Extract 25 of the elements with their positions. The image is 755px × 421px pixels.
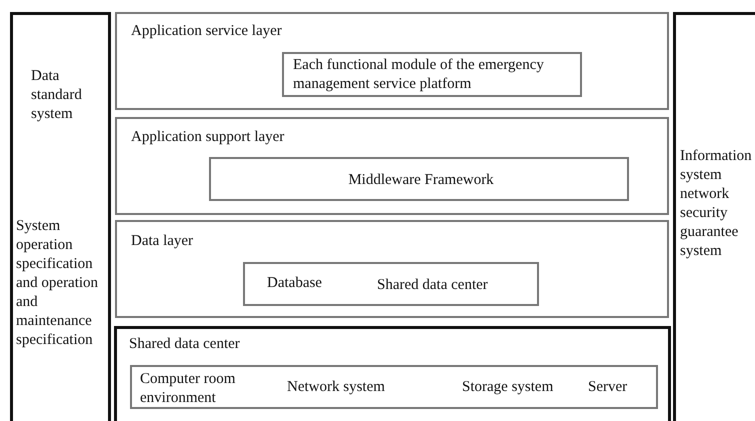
- label-text: Shared data center: [377, 276, 489, 295]
- layer-panel: [115, 117, 669, 215]
- layer-title: Data layer: [131, 232, 194, 251]
- label-text: System operation specification and operation and maintenance specification: [16, 217, 100, 350]
- layer-title: Application service layer: [131, 22, 283, 41]
- module-box: [282, 52, 582, 97]
- module-box: [243, 262, 539, 306]
- layer-panel: [114, 326, 671, 421]
- label-text: Information system network security guarantee system: [680, 147, 753, 261]
- label-text: Each functional module of the emergency management service platform: [293, 56, 545, 94]
- label-text: Data standard system: [31, 67, 83, 124]
- module-box: [130, 365, 658, 409]
- label-text: Server: [588, 378, 628, 397]
- label-text: Database: [267, 274, 323, 293]
- layer-panel: [115, 220, 669, 318]
- layer-title: Shared data center: [129, 335, 241, 354]
- side-panel: [673, 12, 755, 421]
- layer-title: Application support layer: [131, 128, 286, 147]
- layer-panel: [115, 12, 669, 110]
- module-box: [209, 157, 629, 201]
- label-text: Middleware Framework: [347, 171, 495, 190]
- label-text: Computer room environment: [140, 370, 236, 408]
- label-text: Storage system: [462, 378, 554, 397]
- side-panel: [10, 12, 111, 421]
- label-text: Network system: [287, 378, 386, 397]
